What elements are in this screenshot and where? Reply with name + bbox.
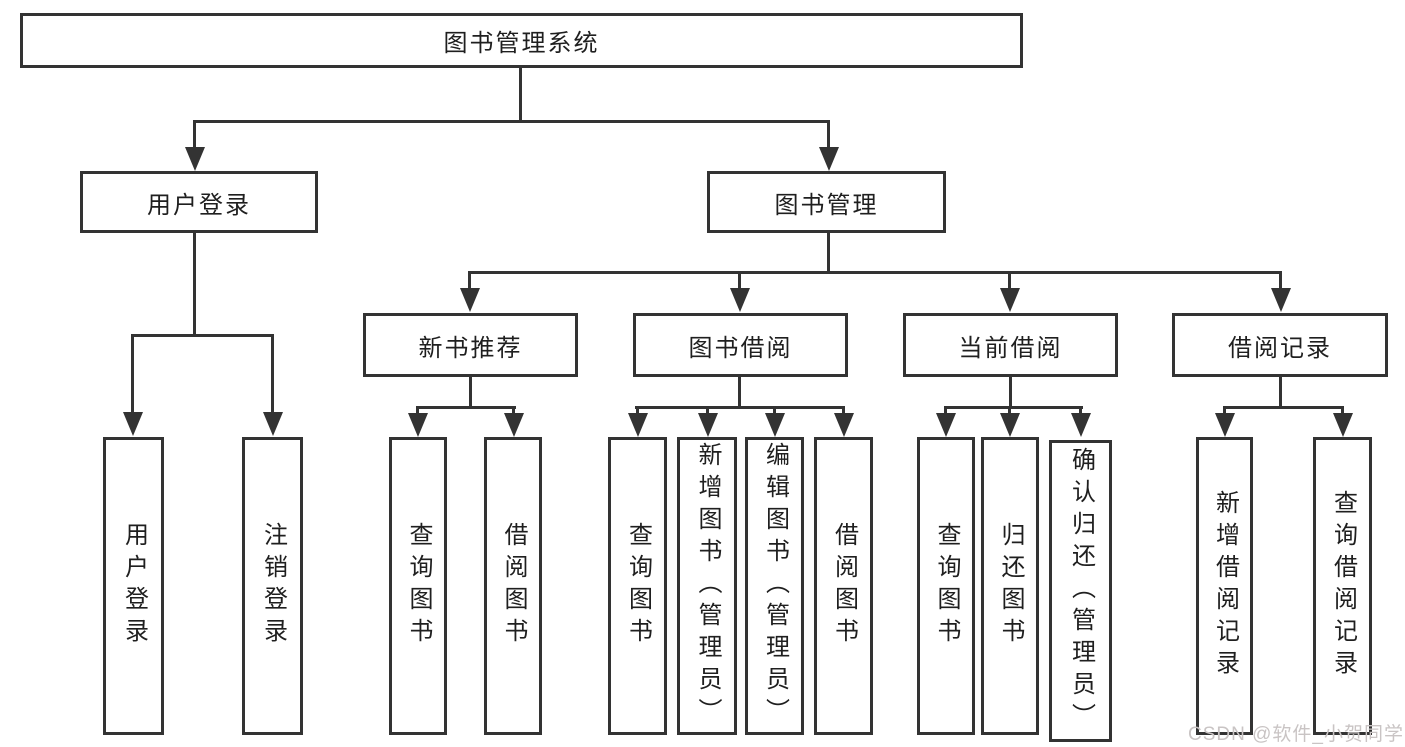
node-new-book-recommend: 新书推荐 xyxy=(363,313,578,377)
node-user-login: 用户登录 xyxy=(80,171,318,233)
connector-bb-drop-4 xyxy=(842,408,845,414)
connector-bookmgmt-drop-1 xyxy=(468,273,471,289)
leaf-cb-confirm-return-admin: 确认归还（管理员） xyxy=(1049,440,1112,742)
arrow-down-icon xyxy=(1215,413,1235,437)
arrow-down-icon xyxy=(1000,413,1020,437)
leaf-bb-query-books: 查询图书 xyxy=(608,437,667,735)
connector-bookmgmt-stem xyxy=(827,233,830,273)
connector-cb-rail xyxy=(944,406,1083,409)
leaf-bb-edit-books-admin: 编辑图书（管理员） xyxy=(745,437,804,735)
connector-userlogin-stem xyxy=(193,233,196,336)
leaf-br-add-record: 新增借阅记录 xyxy=(1196,437,1253,735)
connector-userlogin-drop-1 xyxy=(131,336,134,414)
arrow-down-icon xyxy=(185,147,205,171)
arrow-down-icon xyxy=(1071,413,1091,437)
connector-bb-rail xyxy=(635,406,845,409)
connector-cb-drop-2 xyxy=(1008,408,1011,414)
connector-userlogin-rail xyxy=(131,334,274,337)
connector-cb-drop-3 xyxy=(1079,408,1082,414)
connector-bb-drop-2 xyxy=(706,408,709,414)
connector-br-drop-2 xyxy=(1341,408,1344,414)
connector-nbr-drop-2 xyxy=(512,408,515,414)
connector-br-rail xyxy=(1223,406,1344,409)
connector-userlogin-drop-2 xyxy=(271,336,274,414)
node-book-borrowing: 图书借阅 xyxy=(633,313,848,377)
leaf-cb-query-books: 查询图书 xyxy=(917,437,975,735)
arrow-down-icon xyxy=(765,413,785,437)
connector-nbr-rail xyxy=(416,406,516,409)
connector-root-drop-right xyxy=(827,121,830,149)
csdn-watermark: CSDN @软件_小贺同学 xyxy=(1188,724,1404,745)
arrow-down-icon xyxy=(834,413,854,437)
leaf-logout-login: 注销登录 xyxy=(242,437,303,735)
connector-root-drop-left xyxy=(193,121,196,149)
node-book-management: 图书管理 xyxy=(707,171,946,233)
node-borrowing-records: 借阅记录 xyxy=(1172,313,1388,377)
leaf-nbr-borrow-books: 借阅图书 xyxy=(484,437,542,735)
arrow-down-icon xyxy=(730,288,750,312)
connector-br-stem xyxy=(1279,377,1282,408)
arrow-down-icon xyxy=(1000,288,1020,312)
leaf-bb-add-books-admin: 新增图书（管理员） xyxy=(677,437,737,735)
connector-cb-stem xyxy=(1009,377,1012,408)
arrow-down-icon xyxy=(628,413,648,437)
arrow-down-icon xyxy=(698,413,718,437)
arrow-down-icon xyxy=(460,288,480,312)
leaf-bb-borrow-books: 借阅图书 xyxy=(814,437,873,735)
connector-bb-drop-3 xyxy=(773,408,776,414)
arrow-down-icon xyxy=(123,412,143,436)
connector-root-stem xyxy=(519,68,522,122)
connector-bb-stem xyxy=(738,377,741,408)
arrow-down-icon xyxy=(1333,413,1353,437)
connector-bookmgmt-drop-2 xyxy=(738,273,741,289)
arrow-down-icon xyxy=(504,413,524,437)
node-library-system: 图书管理系统 xyxy=(20,13,1023,68)
leaf-user-login: 用户登录 xyxy=(103,437,164,735)
leaf-nbr-query-books: 查询图书 xyxy=(389,437,447,735)
connector-bb-drop-1 xyxy=(636,408,639,414)
connector-bookmgmt-rail xyxy=(468,271,1282,274)
connector-cb-drop-1 xyxy=(944,408,947,414)
connector-nbr-stem xyxy=(469,377,472,408)
connector-bookmgmt-drop-3 xyxy=(1008,273,1011,289)
arrow-down-icon xyxy=(819,147,839,171)
leaf-br-query-record: 查询借阅记录 xyxy=(1313,437,1372,735)
arrow-down-icon xyxy=(1271,288,1291,312)
arrow-down-icon xyxy=(408,413,428,437)
node-current-borrowing: 当前借阅 xyxy=(903,313,1118,377)
leaf-cb-return-books: 归还图书 xyxy=(981,437,1039,735)
arrow-down-icon xyxy=(263,412,283,436)
connector-root-rail xyxy=(193,120,830,123)
connector-bookmgmt-drop-4 xyxy=(1279,273,1282,289)
connector-br-drop-1 xyxy=(1223,408,1226,414)
arrow-down-icon xyxy=(936,413,956,437)
connector-nbr-drop-1 xyxy=(416,408,419,414)
